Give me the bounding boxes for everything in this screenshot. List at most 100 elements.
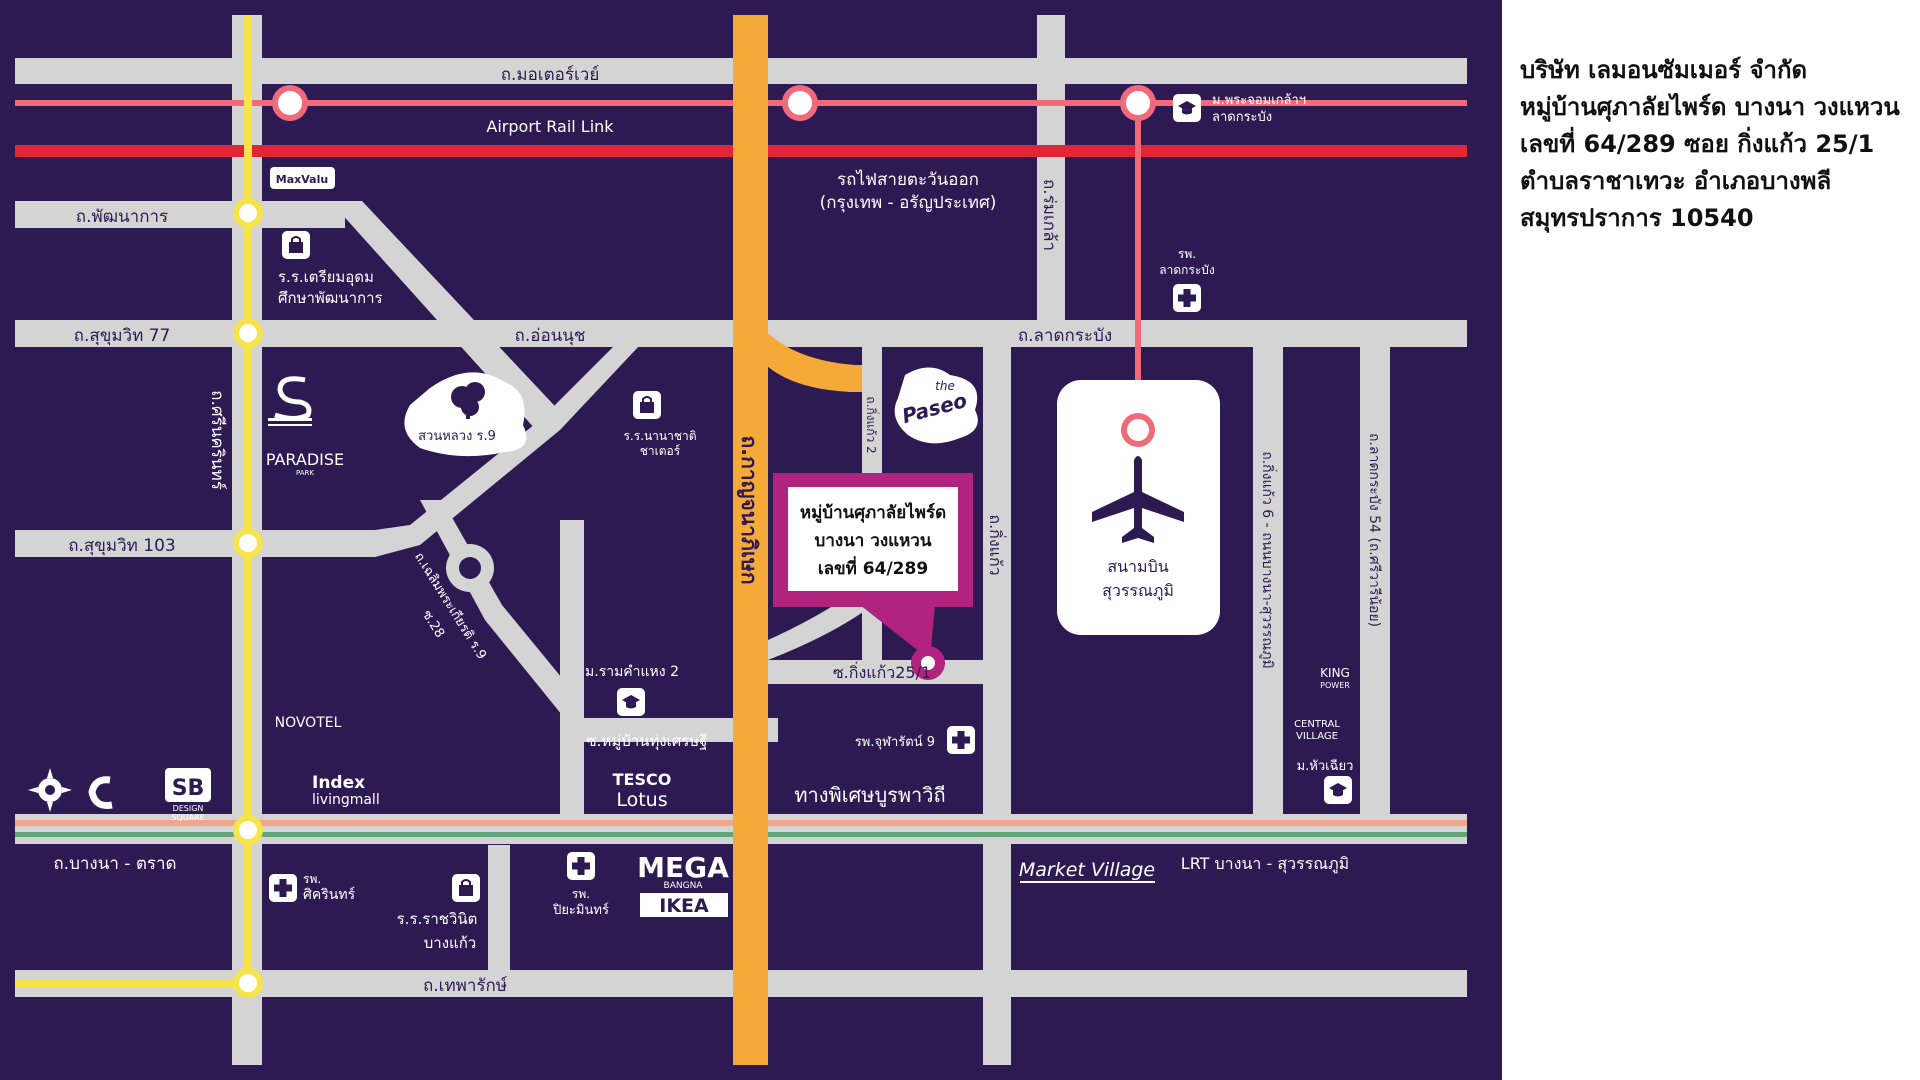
- road-labels: ถ.มอเตอร์เวย์ ถ.พัฒนาการ ถ.สุขุมวิท 77 ถ…: [68, 65, 1112, 996]
- hosp-latkrabang-label-2: ลาดกระบัง: [1159, 263, 1215, 277]
- kanchanaphisek-expressway: [733, 15, 862, 1065]
- kmitl-label-1: ม.พระจอมเกล้าฯ: [1212, 93, 1306, 108]
- central-village-label-1: CENTRAL: [1294, 719, 1340, 730]
- hospital-icon-chularat: [947, 726, 975, 754]
- stations: [233, 85, 1156, 998]
- station-yellow-5: [233, 968, 263, 998]
- airport-rail-link-label: Airport Rail Link: [486, 117, 614, 136]
- yellow-line: [244, 15, 252, 985]
- paseo-label-1: the: [935, 379, 955, 393]
- school-icon-huachiew: [1324, 776, 1352, 804]
- triam-udom-label-1: ร.ร.เตรียมอุดม: [278, 268, 374, 287]
- maxvalu-label: MaxValu: [276, 173, 328, 186]
- school-icon-kmitl: [1173, 94, 1201, 122]
- kmitl-label-2: ลาดกระบัง: [1212, 110, 1272, 125]
- lrt-label: LRT บางนา - สุวรรณภูมิ: [1181, 854, 1349, 874]
- location-map: สนามบิน สุวรรณภูมิ หมู่บ้านศุภาลัยไพร์ด …: [0, 0, 1502, 1080]
- nana-school-label-1: ร.ร.นานาชาติ: [623, 429, 696, 443]
- design-square-label-2: DESIGN: [173, 804, 204, 813]
- paradise-park-label: PARK: [296, 469, 314, 477]
- onnut-label: ถ.อ่อนนุช: [515, 326, 586, 346]
- suvarnabhumi-road-label: ถ.กิ่งแก้ว 6 - ถนนบางนา-สุวรรณภูมิ: [1259, 451, 1277, 669]
- lotus-label: Lotus: [616, 789, 667, 811]
- airport-label-1: สนามบิน: [1107, 557, 1168, 576]
- design-square-label-3: SQUARE: [171, 813, 204, 822]
- rachawinit-label-1: ร.ร.ราชวินิต: [397, 910, 478, 928]
- school-icon-ramkhamhaeng: [617, 688, 645, 716]
- design-square-logo: SB DESIGN SQUARE: [165, 768, 211, 822]
- yellow-line-bottom: [15, 979, 250, 988]
- hosp-sikarin-label-1: รพ.: [303, 872, 321, 886]
- hosp-piyamin-label-2: ปิยะมินทร์: [552, 902, 609, 918]
- lat-krabang-label: ถ.ลาดกระบัง: [1018, 326, 1112, 346]
- white-labels: Airport Rail Link รถไฟสายตะวันออก (กรุงเ…: [53, 93, 1353, 952]
- srinakarin-label: ถ.ศรีนครินทร์: [207, 390, 227, 490]
- c-logo-icon: [88, 776, 113, 809]
- suvarnabhumi-airport: สนามบิน สุวรรณภูมิ: [1057, 380, 1220, 635]
- chularat-label: รพ.จุฬารัตน์ 9: [855, 734, 935, 750]
- king-kaeo-label: ถ.กิ่งแก้ว: [986, 514, 1007, 575]
- road-diagonal-phatthanakan: [330, 201, 568, 440]
- index-label-2: livingmall: [312, 792, 380, 808]
- index-label-1: Index: [312, 773, 365, 793]
- hospital-icon-piyamin: [567, 852, 595, 880]
- project-label-line3: เลขที่ 64/289: [818, 556, 928, 579]
- suan-luang-label: สวนหลวง ร.9: [418, 429, 496, 444]
- eastern-railway-label-2: (กรุงเทพ - อรัญประเทศ): [820, 193, 997, 213]
- soi-king-kaeo-label: ซ.กิ่งแก้ว25/1: [833, 661, 931, 682]
- company-province: สมุทรปราการ 10540: [1520, 204, 1754, 232]
- road-mooban-vertical: [560, 520, 584, 820]
- bag-icon-triam-udom: [281, 230, 311, 260]
- bottom-left-logos: SB DESIGN SQUARE: [28, 768, 211, 822]
- ramkhamhaeng-label: ม.รามคำแหง 2: [585, 664, 679, 680]
- road-sukhumvit103: [15, 530, 375, 557]
- phatthanakan-label: ถ.พัฒนาการ: [76, 207, 168, 227]
- road-left-connector: [488, 845, 510, 975]
- hosp-piyamin-label-1: รพ.: [572, 887, 590, 901]
- project-label-line1: หมู่บ้านศุภาลัยไพร์ด: [800, 502, 946, 524]
- latkrabang-54-label: ถ.ลาดกระบัง 54 (ถ.ศรีวารีน้อย): [1366, 433, 1382, 627]
- station-yellow-4: [233, 815, 263, 845]
- market-village-label: Market Village: [1019, 859, 1155, 881]
- road-phatthanakan: [15, 201, 345, 228]
- airplane-icon: [1092, 456, 1184, 543]
- project-label-line2: บางนา วงแหวน: [815, 531, 932, 551]
- company-village: หมู่บ้านศุภาลัยไพร์ด บางนา วงแหวน: [1520, 93, 1900, 121]
- hosp-sikarin-label-2: ศิครินทร์: [303, 886, 356, 903]
- road-rom-klao: [1037, 15, 1065, 335]
- project-marker: หมู่บ้านศุภาลัยไพร์ด บางนา วงแหวน เลขที่…: [773, 473, 973, 680]
- soi-mooban-label: ซ.หมู่บ้านทุ่งเศรษฐี: [586, 732, 707, 751]
- triam-udom-label-2: ศึกษาพัฒนาการ: [278, 289, 383, 307]
- road-suvarnabhumi: [1253, 345, 1283, 815]
- paradise-s-icon: [268, 376, 312, 426]
- thepharak-label: ถ.เทพารักษ์: [423, 976, 508, 996]
- tesco-label: TESCO: [613, 770, 672, 789]
- hospital-icon-sikarin: [269, 874, 297, 902]
- ikea-label: IKEA: [659, 895, 709, 917]
- eastern-railway-label-1: รถไฟสายตะวันออก: [837, 169, 979, 190]
- station-airport-link-1: [272, 85, 308, 121]
- king-kaeo-2-label: ถ.กิ่งแก้ว 2: [864, 396, 880, 453]
- location-pin-icon: [921, 656, 935, 670]
- nana-school-label-2: ชาเตอร์: [640, 444, 681, 458]
- company-address-block: บริษัท เลมอนซัมเมอร์ จำกัด หมู่บ้านศุภาล…: [1520, 52, 1912, 237]
- tree-icon: [451, 382, 485, 419]
- central-village-label-2: VILLAGE: [1296, 731, 1338, 742]
- bag-icon-rachawinit: [451, 873, 481, 903]
- rom-klao-label: ถ.ร่มเกล้า: [1039, 179, 1059, 251]
- suan-luang-park: สวนหลวง ร.9: [404, 372, 527, 457]
- hosp-latkrabang-label-1: รพ.: [1178, 247, 1196, 261]
- sun-logo-icon: [28, 768, 72, 812]
- station-airport-link-3: [1120, 85, 1156, 121]
- design-square-label-1: SB: [172, 776, 205, 801]
- station-airport-link-2: [782, 85, 818, 121]
- king-power-label-2: POWER: [1320, 681, 1350, 690]
- station-yellow-3: [233, 528, 263, 558]
- sukhumvit103-label: ถ.สุขุมวิท 103: [68, 536, 176, 556]
- road-right-connector: [985, 845, 1011, 1065]
- maxvalu-logo: MaxValu: [270, 167, 335, 189]
- bag-icon-nana-school: [632, 390, 662, 420]
- airport-label-2: สุวรรณภูมิ: [1102, 581, 1174, 601]
- sukhumvit77-label: ถ.สุขุมวิท 77: [74, 326, 171, 346]
- paseo-mall: the Paseo: [894, 367, 978, 444]
